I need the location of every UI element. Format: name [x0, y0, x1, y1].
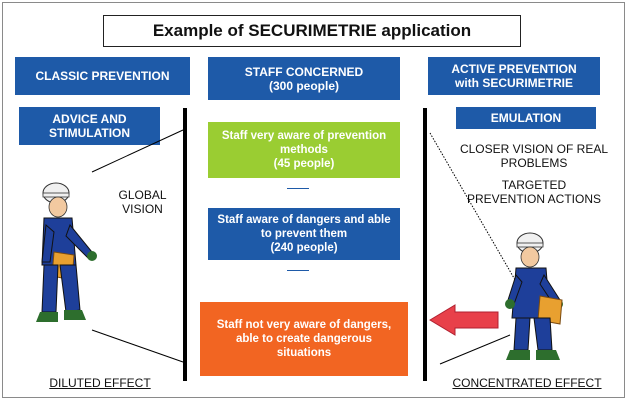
worker-left-icon [36, 182, 97, 322]
staff-concerned-count: (300 people) [268, 78, 340, 93]
emulation-box: EMULATION [456, 107, 596, 129]
active-prevention-label: ACTIVE PREVENTION [451, 62, 577, 76]
not-aware-line1: Staff not very aware of dangers, [216, 319, 392, 331]
worker-right-icon [505, 232, 563, 360]
very-aware-line2: methods [280, 144, 328, 156]
right-funnel-bottom-line [439, 334, 511, 365]
closer-vision-line1: CLOSER VISION OF REAL [459, 142, 609, 156]
arrow-left-icon [429, 304, 499, 336]
active-prevention-sub: with SECURIMETRIE [454, 76, 573, 90]
targeted-line2: PREVENTION ACTIONS [466, 192, 602, 206]
diagram-title: Example of SECURIMETRIE application [103, 15, 521, 47]
advice-stimulation-label: ADVICE AND STIMULATION [48, 112, 131, 140]
right-funnel-top-line [429, 132, 519, 286]
left-funnel-top-line [91, 129, 184, 173]
aware-line2: to prevent them [260, 228, 348, 240]
staff-concerned-header: STAFF CONCERNED (300 people) [208, 57, 400, 100]
global-vision-note: GLOBAL VISION [118, 188, 167, 216]
not-aware-staff-box: Staff not very aware of dangers, able to… [200, 302, 408, 376]
left-divider-bar [183, 108, 187, 381]
separator-dash-1 [287, 188, 309, 189]
aware-staff-box: Staff aware of dangers and able to preve… [208, 208, 400, 260]
emulation-label: EMULATION [490, 111, 562, 125]
staff-concerned-label: STAFF CONCERNED [244, 64, 364, 79]
concentrated-effect-label: CONCENTRATED EFFECT [452, 376, 602, 390]
closer-vision-note: CLOSER VISION OF REAL PROBLEMS [456, 142, 612, 170]
very-aware-line1: Staff very aware of prevention [221, 130, 387, 142]
right-divider-bar [423, 108, 427, 381]
advice-stimulation-box: ADVICE AND STIMULATION [19, 107, 160, 145]
active-prevention-header: ACTIVE PREVENTION with SECURIMETRIE [428, 57, 600, 95]
closer-vision-line2: PROBLEMS [500, 156, 568, 170]
not-aware-line3: situations [276, 347, 332, 359]
aware-line1: Staff aware of dangers and able [217, 214, 391, 226]
targeted-line1: TARGETED [501, 178, 567, 192]
classic-prevention-header: CLASSIC PREVENTION [15, 57, 190, 95]
classic-prevention-label: CLASSIC PREVENTION [35, 69, 170, 83]
very-aware-count: (45 people) [273, 158, 335, 170]
not-aware-line2: able to create dangerous [235, 333, 373, 345]
diluted-effect-label: DILUTED EFFECT [49, 376, 151, 390]
aware-count: (240 people) [270, 242, 338, 254]
separator-dash-2 [287, 270, 309, 271]
targeted-actions-note: TARGETED PREVENTION ACTIONS [456, 178, 612, 206]
very-aware-staff-box: Staff very aware of prevention methods (… [208, 122, 400, 178]
diagram-frame [2, 2, 625, 398]
left-funnel-bottom-line [91, 329, 184, 363]
